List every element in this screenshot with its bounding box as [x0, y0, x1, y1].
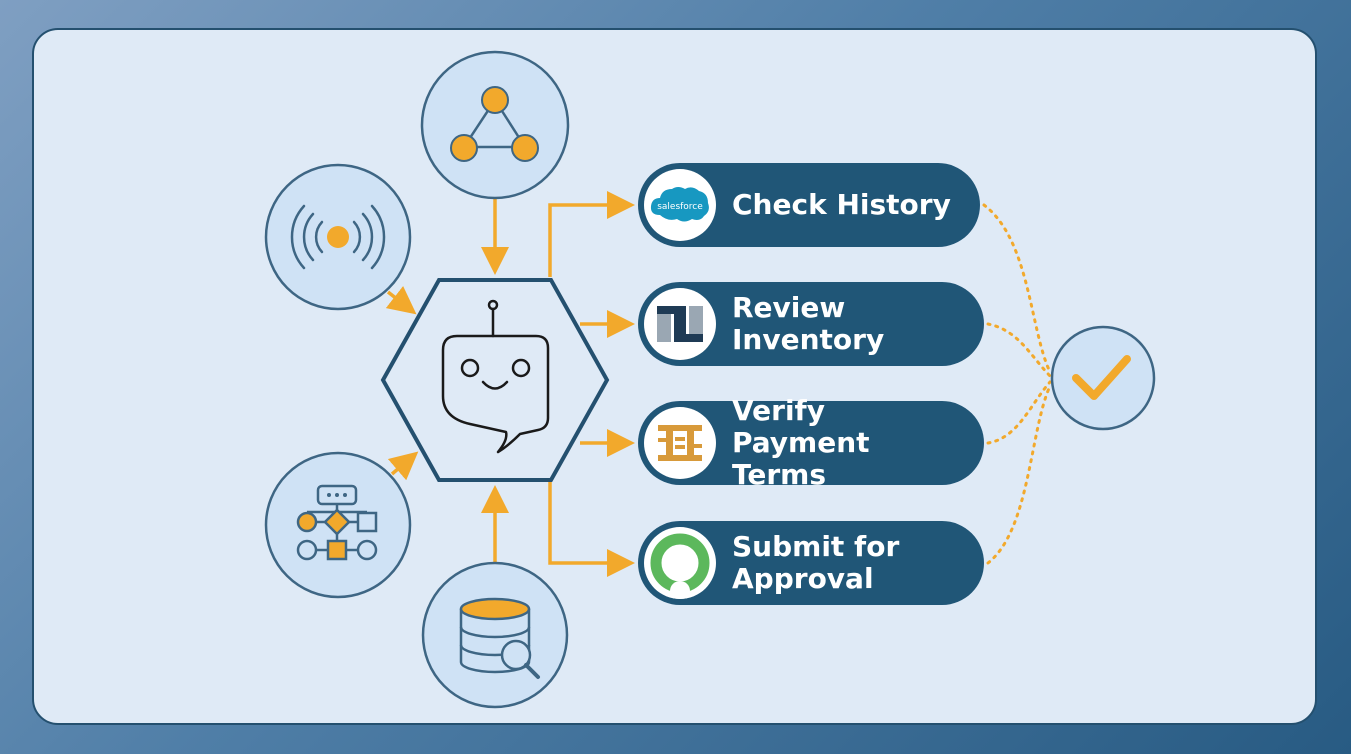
- svg-text:salesforce: salesforce: [657, 202, 703, 212]
- connector-check-history-to-result: [982, 203, 1052, 374]
- robot-chat-icon: [441, 299, 550, 454]
- task-label-verify-payment-terms: Verify Payment Terms: [732, 394, 870, 491]
- task-label-review-inventory: Review Inventory: [732, 291, 885, 356]
- input-connectors: [385, 197, 509, 562]
- result-connectors: [982, 203, 1052, 565]
- database-search-circle: [421, 561, 569, 709]
- workflow-flowchart-circle: [264, 451, 412, 599]
- connector-signal-to-hub: [385, 286, 417, 315]
- connector-hub-to-check-history: [548, 191, 635, 277]
- network-nodes-icon: [450, 86, 539, 162]
- output-connectors: [548, 191, 635, 577]
- agent-hub: [380, 278, 610, 482]
- network-nodes-circle: [420, 50, 570, 200]
- checkmark-icon: [1072, 355, 1131, 400]
- signal-broadcast-circle: [264, 163, 412, 311]
- task-verify-payment-terms: Verify Payment Terms: [638, 394, 984, 491]
- task-check-history: salesforce Check History: [638, 163, 980, 247]
- salesforce-logo: salesforce: [644, 169, 716, 241]
- task-submit-for-approval: Submit for Approval: [638, 521, 984, 605]
- task-label-check-history: Check History: [732, 188, 951, 221]
- signal-broadcast-icon: [290, 204, 386, 270]
- task-review-inventory: Review Inventory: [638, 282, 984, 366]
- connector-review-inventory-to-result: [986, 322, 1052, 378]
- approval-ring-logo: [644, 527, 716, 599]
- workflow-flowchart-icon: [296, 484, 378, 561]
- payment-terms-logo: [644, 407, 716, 479]
- connector-workflow-to-hub: [387, 451, 419, 481]
- database-search-icon: [459, 597, 540, 679]
- result-circle: [1050, 325, 1156, 431]
- connector-hub-to-submit-approval: [548, 482, 635, 577]
- task-label-submit-for-approval: Submit for Approval: [732, 530, 900, 595]
- connector-verify-payment-to-result: [986, 380, 1052, 445]
- connector-submit-approval-to-result: [986, 384, 1052, 565]
- netsuite-n-logo: [644, 288, 716, 360]
